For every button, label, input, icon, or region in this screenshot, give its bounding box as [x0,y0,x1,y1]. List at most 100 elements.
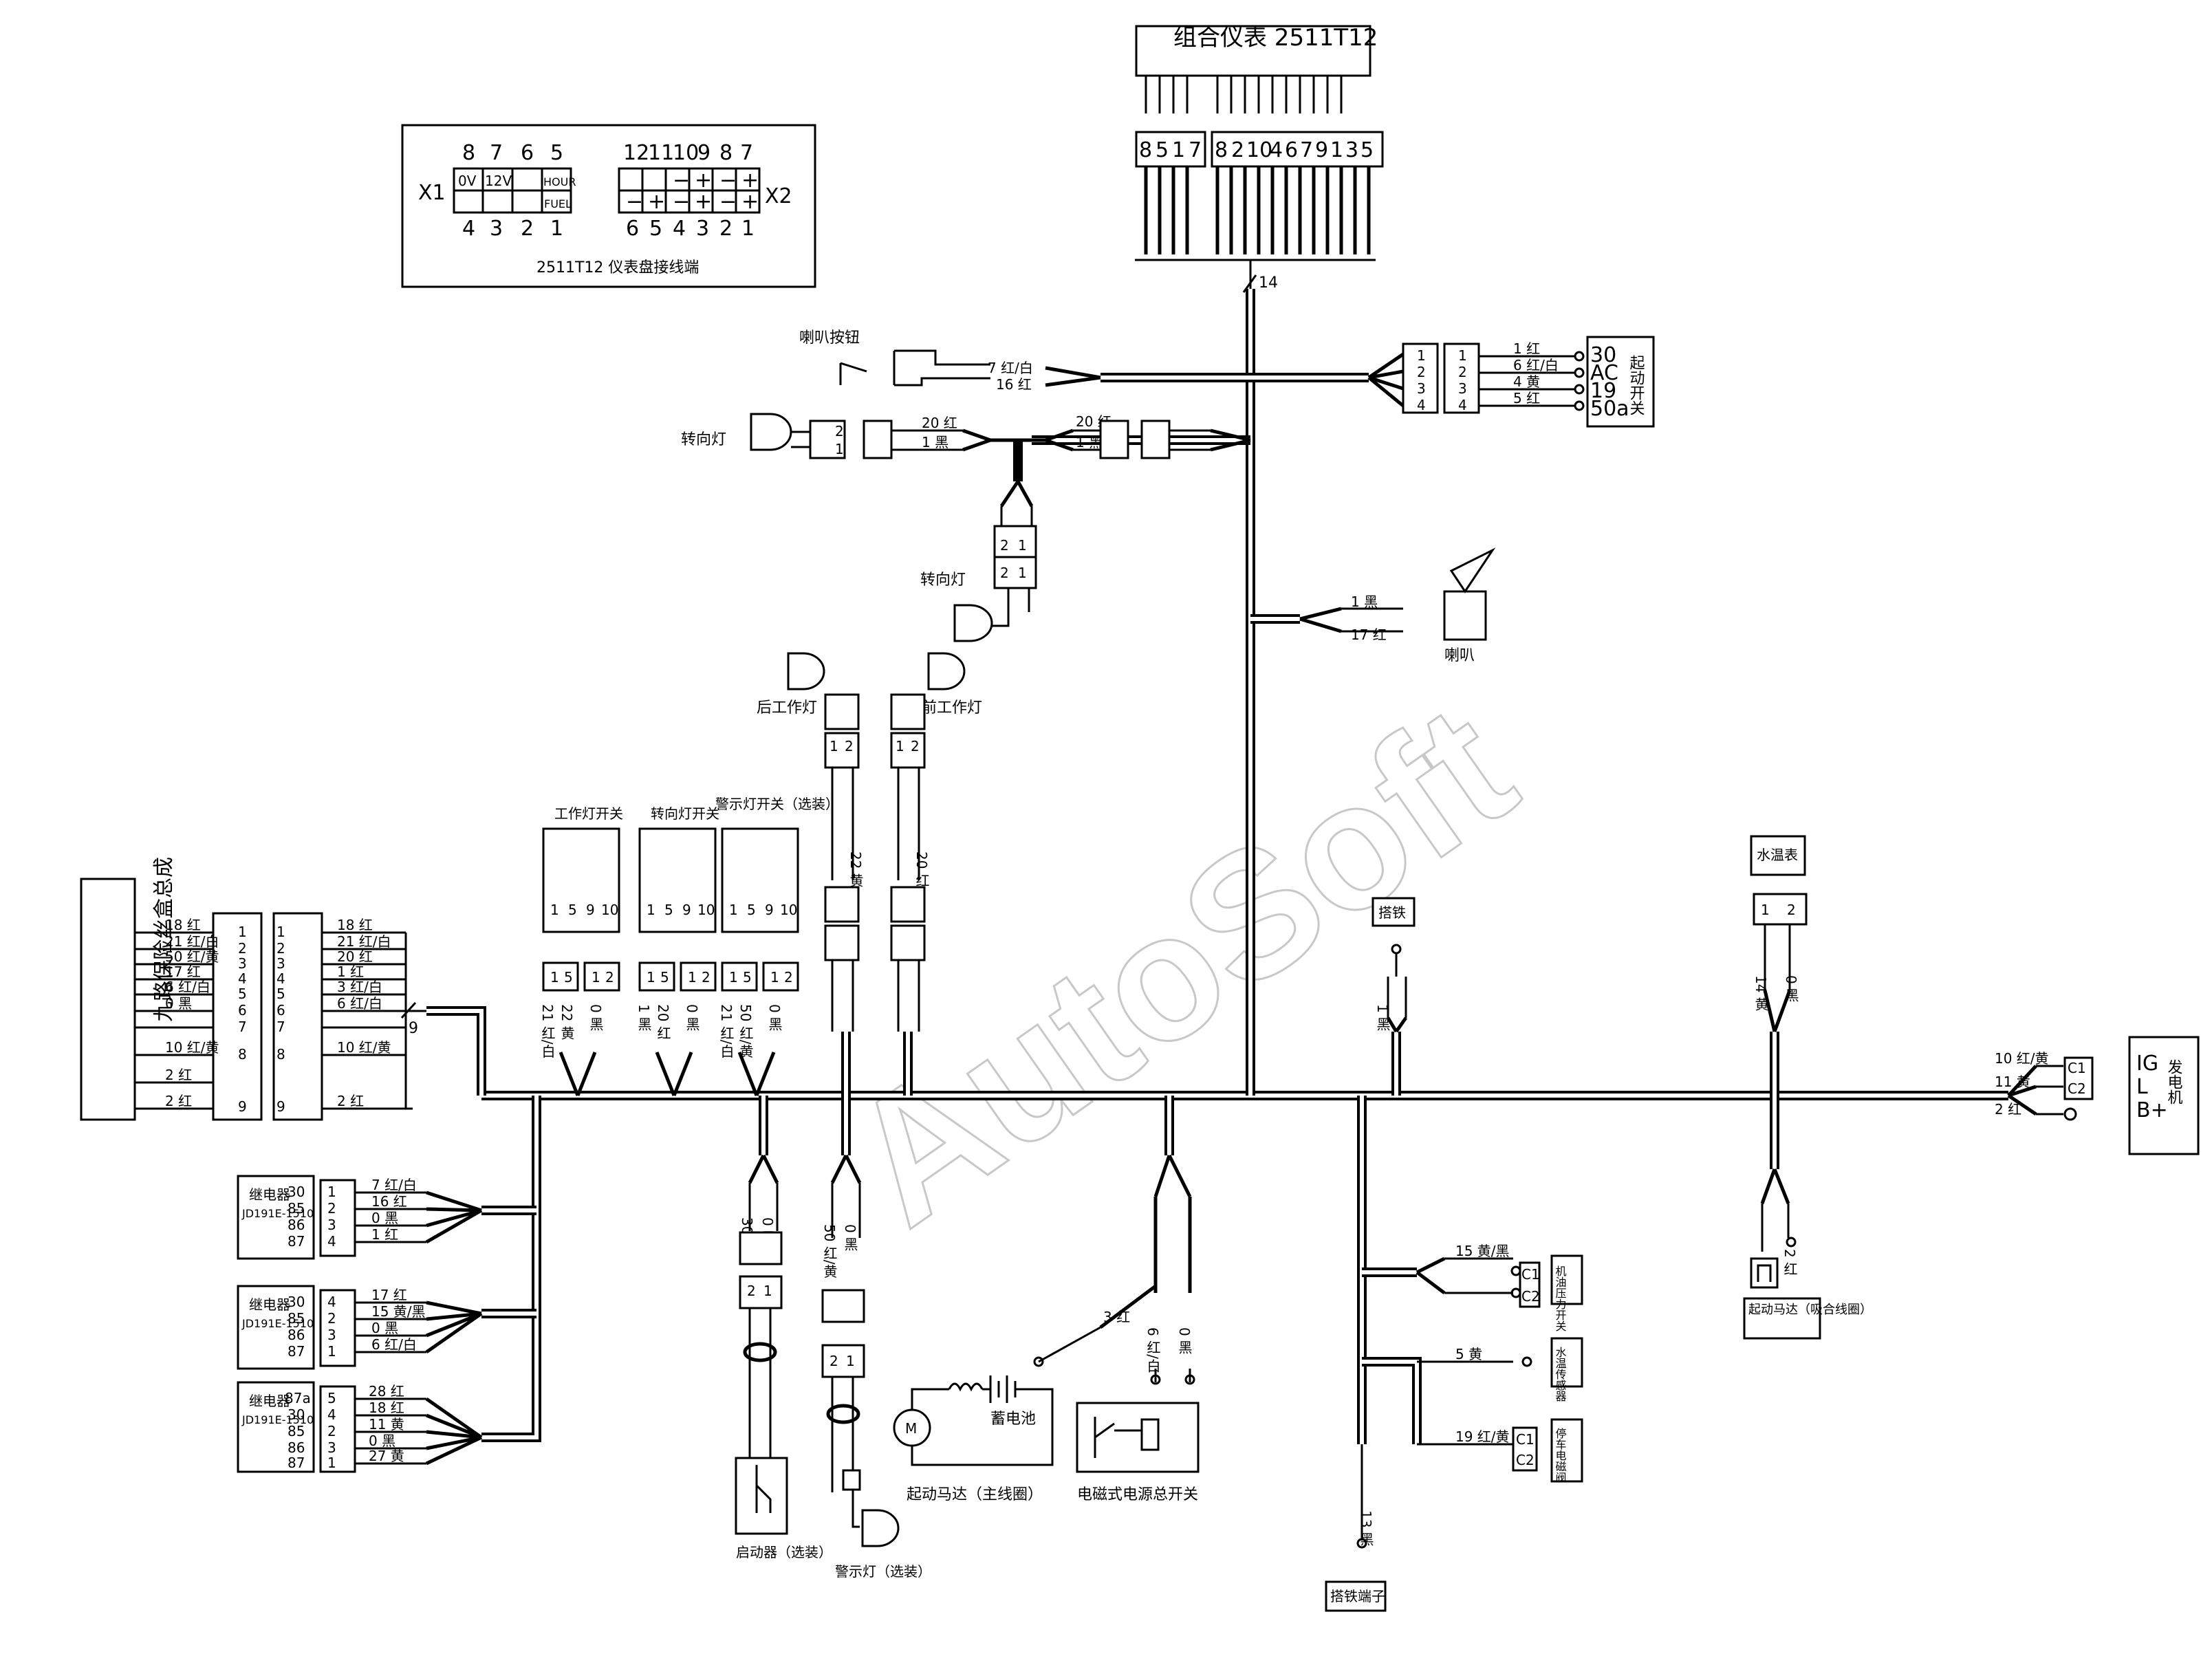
wire-label: 1 红 [337,964,364,980]
pin: 7 [238,1019,247,1035]
meter-pin: 4 [1270,138,1283,162]
pin: 1 [770,969,779,986]
terminal: 30 [288,1406,305,1423]
pin: 1 [896,738,904,754]
master-switch: 6 红/白 0 黑 电磁式电源总开关 [1076,1154,1200,1503]
pin: 2 [238,940,247,957]
x2-cell: − [719,168,737,193]
wire-label: 1 黑 [922,434,948,450]
pin: C2 [1521,1288,1540,1305]
terminal: B+ [2136,1098,2168,1122]
pin: 1 [550,969,559,986]
neutral-switch: 30 红 0 黑 2 1 启动器（选装） [735,1154,832,1560]
starter-solenoid: 4 黄 2 红 起动马达（吸合线圈） [1743,1168,1872,1340]
pin: 2 [1417,364,1426,380]
water-temp-sensor-label: 水温传感器 [1554,1347,1567,1402]
pin: 2 [911,738,920,754]
switch-turn-lamp: 转向灯开关 1 5 9 10 1 5 1 2 1 黑 20 红 0 黑 [636,805,719,1096]
relay-model: JD191E-1510 [241,1413,314,1426]
pin: 1 [327,1455,336,1471]
x2-label: X2 [765,184,792,208]
terminal: 19 [1590,379,1616,403]
terminal: 86 [288,1217,305,1233]
turn-lamp-center-label: 转向灯 [920,572,966,589]
pin: 5 [276,986,285,1002]
meter-pin: 10 [1246,138,1272,162]
pin: 9 [586,902,595,918]
x1-pin: 1 [550,217,563,241]
terminal: AC [1590,361,1618,385]
wire-label: 0 黑 [766,1004,783,1031]
terminal: 87 [288,1455,305,1471]
fuse-box: 九路保险丝盒总成 1 2 3 4 5 6 7 8 9 1 2 3 4 5 6 7… [80,857,426,1121]
wire-label: 20 红 [922,415,957,431]
pin: 4 [327,1294,336,1310]
x2-cell: + [741,190,759,214]
terminal: 85 [288,1200,305,1217]
wire-label: 50 红/黄 [821,1224,838,1278]
pin: 2 [327,1423,336,1439]
x2-pin: 3 [696,217,709,241]
horn: 1 黑 17 红 喇叭 [1299,547,1496,664]
wire-label: 18 红 [165,917,201,933]
wire-label: 19 红/黄 [1455,1428,1510,1445]
pin: 1 [1417,347,1426,364]
meter-pin: 5 [1360,138,1374,162]
pin: 2 [845,738,854,754]
wire-label: 18 红 [369,1400,404,1416]
pin: 1 [846,1353,855,1369]
terminal: IG [2136,1052,2158,1076]
pin: 5 [747,902,756,918]
x2-cell: − [673,168,690,193]
pin: 4 [276,970,285,987]
relay-2: 继电器 JD191E-1510 30 85 86 87 4 2 3 1 17 红… [237,1285,483,1370]
pin: 5 [660,969,669,986]
pin: 2 [1787,902,1796,918]
x2-pin: 2 [719,217,733,241]
wire-label: 6 红/白 [1513,357,1559,373]
wire-label: 3 红/白 [337,979,382,995]
pin: C2 [2068,1080,2086,1097]
meter-pin: 1 [1172,138,1185,162]
wire-label: 0 黑 [369,1433,395,1449]
wire-label: 2 红 [337,1093,364,1109]
wire-label: 6 红/白 [1145,1327,1161,1373]
relay-label: 继电器 [249,1296,290,1313]
x2-pin: 5 [649,217,662,241]
oil-pressure-switch: 15 黄/黑 C1 C2 机油压力开关 [1416,1243,1583,1331]
instrument-box-caption: 2511T12 仪表盘接线端 [536,259,699,276]
main-harness [426,289,2008,1444]
front-work-lamp: 前工作灯 1 2 20 红 [890,652,982,1032]
terminal: 85 [288,1423,305,1439]
pin: 4 [238,970,247,987]
wire-label: 6 红/白 [165,979,210,995]
pin: 2 [1000,537,1009,554]
x1-pin: 2 [521,217,534,241]
switch-label: 工作灯开关 [554,805,623,822]
wire-label: 17 红 [371,1287,407,1303]
instrument-connector-box: X1 X2 8 7 6 5 0V 12V HOUR FUEL 4 3 2 1 1… [401,124,816,288]
wire-label: 28 红 [369,1383,404,1400]
pin: 1 [1018,565,1027,581]
pin: 1 [830,738,838,754]
wire-label: 2 红 [165,1093,192,1109]
master-switch-label: 电磁式电源总开关 [1077,1486,1198,1503]
wire-label: 10 红/黄 [165,1039,219,1056]
rear-work-lamp-label: 后工作灯 [757,699,817,717]
pin: 1 [550,902,559,918]
oil-pressure-switch-label: 机油压力开关 [1554,1265,1567,1331]
meter-pin: 9 [1315,138,1328,162]
switch-label: 警示灯开关（选装） [715,796,839,812]
pin: 5 [327,1390,336,1406]
wire-label: 1 红 [371,1226,398,1243]
pin: 1 [647,969,655,986]
relay-model: JD191E-1510 [241,1207,314,1220]
pin: 3 [238,955,247,972]
wire-label: 15 黄/黑 [371,1303,426,1320]
wire-label: 11 黄 [369,1416,404,1433]
x1-pin: 8 [462,141,475,165]
pin: 3 [327,1327,336,1343]
wire-label: 10 红/黄 [337,1039,391,1056]
x1-cell: HOUR [543,175,576,188]
